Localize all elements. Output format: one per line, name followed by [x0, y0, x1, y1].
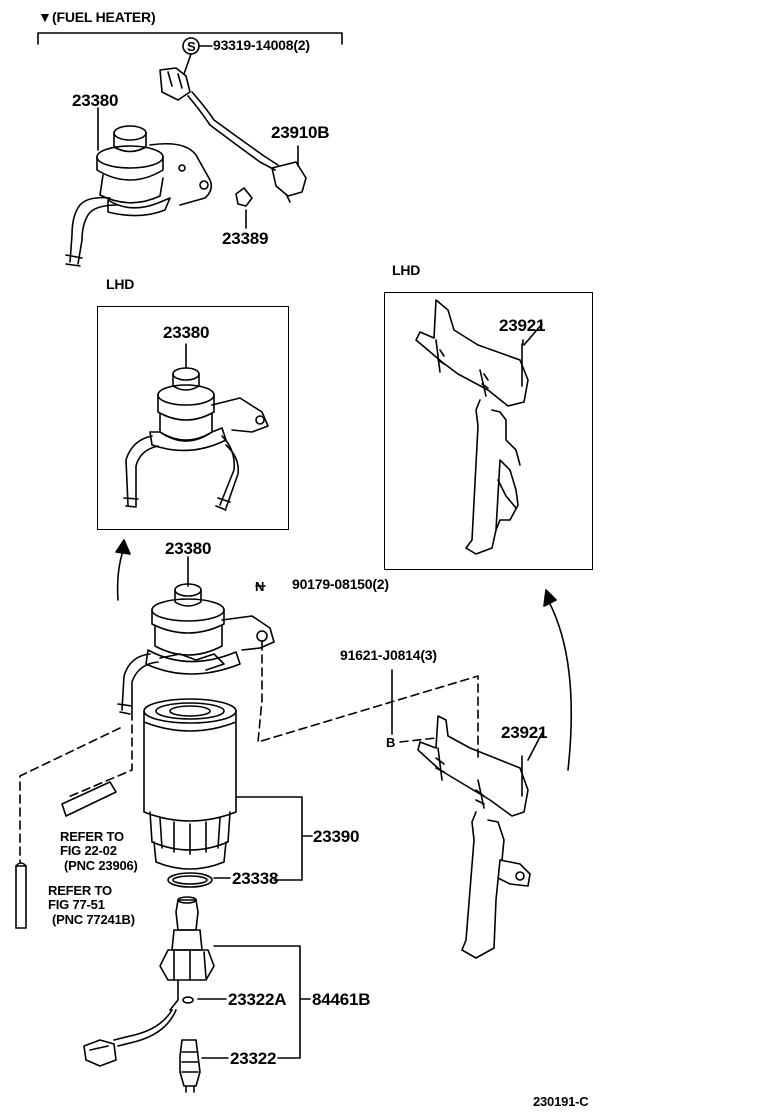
dashed-leaders [19, 641, 479, 863]
label-heater-top: 23380 [72, 91, 119, 110]
switch-23322 [179, 1039, 201, 1093]
symbol-s-circle: S [187, 39, 196, 54]
water-level-switch [83, 896, 215, 1067]
label-filter: 23390 [313, 827, 360, 846]
ref2-line3: (PNC 77241B) [52, 912, 135, 927]
ref1-line3: (PNC 23906) [64, 858, 138, 873]
label-bolt-b: 91621-J0814(3) [340, 647, 437, 663]
symbol-n-circle: N [255, 579, 265, 594]
label-lhd-right: LHD [392, 262, 421, 278]
label-filter-head: 23380 [165, 539, 212, 558]
lhd-bracket [415, 299, 529, 555]
label-switch: 23322 [230, 1049, 277, 1068]
ref1-line2: FIG 22-02 [60, 843, 117, 858]
label-bolt-s: 93319-14008(2) [213, 37, 310, 53]
label-kit: 84461B [312, 990, 371, 1009]
arrow-left [116, 547, 125, 601]
header-marker: ▼ [38, 9, 52, 25]
symbol-b-circle: B [386, 735, 396, 750]
label-gasket: 23322A [228, 990, 287, 1009]
oring-23338 [167, 872, 213, 888]
clamp-23389 [235, 187, 253, 229]
label-box-left-part: 23380 [163, 323, 210, 342]
bracket-23921 [417, 715, 531, 959]
lhd-box-right [384, 292, 593, 570]
label-nut-n: 90179-08150(2) [292, 576, 389, 592]
label-bracket: 23921 [501, 723, 548, 742]
gasket-23322a [182, 996, 194, 1004]
label-oring: 23338 [232, 869, 279, 888]
label-lhd-left: LHD [106, 276, 135, 292]
filter-head-main [117, 556, 275, 715]
label-clamp: 23389 [222, 229, 269, 248]
hose-ref1 [61, 781, 117, 817]
ref2-line1: REFER TO [48, 883, 112, 898]
hose-ref2 [15, 865, 27, 929]
sensor-wire-23910b [159, 37, 307, 203]
label-drawing-no: 230191-C [533, 1094, 589, 1109]
lhd-filter-head [123, 343, 269, 511]
fuel-filter-head-top [65, 125, 212, 267]
lhd-box-left [97, 306, 289, 530]
label-sensor-wire: 23910B [271, 123, 330, 142]
header-title: (FUEL HEATER) [52, 9, 156, 25]
label-box-right-part: 23921 [499, 316, 546, 335]
ref2-line2: FIG 77-51 [48, 897, 105, 912]
fuel-filter-23390 [143, 698, 237, 870]
arrow-right [547, 599, 573, 771]
ref1-line1: REFER TO [60, 829, 124, 844]
